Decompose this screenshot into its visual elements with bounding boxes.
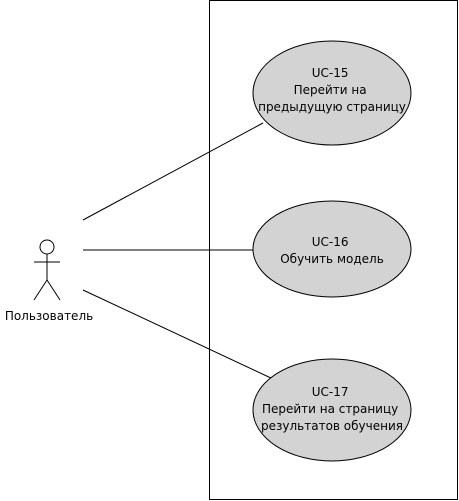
use-case-uc-15[interactable]: UC-15 Перейти на предыдущую страницу [252,40,412,146]
use-case-id: UC-17 [312,385,349,399]
use-case-ellipse [252,40,412,146]
use-case-line: Перейти на [294,83,367,97]
use-case-id: UC-15 [312,66,349,80]
use-case-line: результатов обучения [261,419,403,433]
actor-name: Пользователь [5,309,93,323]
use-case-line: Обучить модель [280,252,384,266]
use-case-text: UC-17 Перейти на страницу результатов об… [261,385,403,433]
association-uc-15 [82,122,264,221]
use-case-line: Перейти на страницу [262,402,398,416]
stick-figure-icon [33,239,61,301]
use-case-uc-17[interactable]: UC-17 Перейти на страницу результатов об… [252,358,412,462]
use-case-ellipse [252,200,412,298]
use-case-ellipse [252,358,412,462]
association-uc-17 [82,289,274,380]
use-case-text: UC-16 Обучить модель [280,235,384,266]
use-case-line: предыдущую страницу [258,100,406,114]
actor[interactable]: Пользователь [5,239,93,323]
use-case-id: UC-16 [312,235,349,249]
use-case-uc-16[interactable]: UC-16 Обучить модель [252,200,412,298]
use-case-text: UC-15 Перейти на предыдущую страницу [258,66,406,114]
